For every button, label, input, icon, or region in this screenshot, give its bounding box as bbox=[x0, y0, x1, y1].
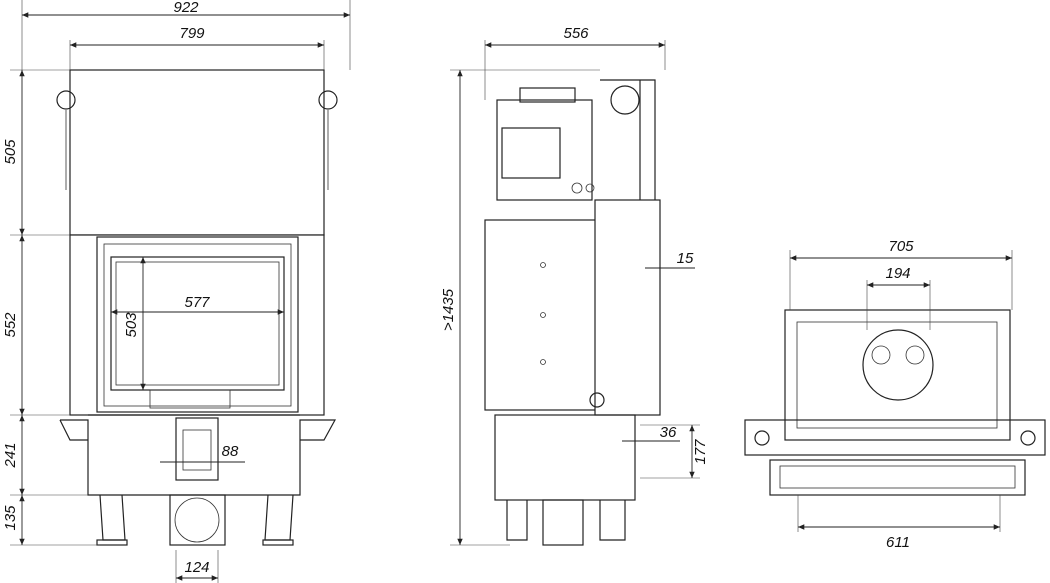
dim-front-width: 611 bbox=[886, 534, 910, 551]
front-view: 922 799 505 552 241 135 577 503 88 124 bbox=[2, 0, 351, 583]
door bbox=[96, 236, 299, 413]
top-rear-bar bbox=[744, 419, 1046, 456]
legs bbox=[99, 494, 294, 541]
dim-flue-outlet: 194 bbox=[885, 265, 910, 282]
dim-total-height: >1435 bbox=[440, 288, 457, 331]
side-body bbox=[484, 219, 601, 411]
pulley-right bbox=[318, 90, 338, 110]
side-base bbox=[494, 414, 636, 501]
dim-offset: 15 bbox=[677, 250, 694, 267]
dim-top-width: 705 bbox=[888, 238, 914, 255]
dim-top-width: 799 bbox=[179, 25, 205, 42]
dim-inlet-height: 177 bbox=[692, 439, 709, 465]
dim-air-inlet: 88 bbox=[222, 443, 239, 460]
pulley-side bbox=[610, 85, 640, 115]
dim-inlet-offset: 36 bbox=[660, 424, 677, 441]
top-body bbox=[784, 309, 1011, 441]
dim-leg-height: 135 bbox=[2, 505, 19, 531]
air-inlet bbox=[175, 417, 219, 481]
flue-outlet bbox=[862, 329, 934, 401]
dim-depth: 556 bbox=[563, 25, 589, 42]
dim-base-height: 241 bbox=[2, 442, 19, 468]
flue-pipe bbox=[169, 494, 226, 546]
dim-overall-width: 922 bbox=[173, 0, 199, 16]
dim-upper-height: 505 bbox=[2, 139, 19, 165]
top-box bbox=[496, 99, 593, 201]
dim-flue-diameter: 124 bbox=[184, 559, 209, 576]
top-front-frame bbox=[769, 459, 1026, 496]
pulley-left bbox=[56, 90, 76, 110]
base bbox=[59, 419, 337, 496]
dim-glass-height: 503 bbox=[123, 312, 140, 338]
dim-door-height: 552 bbox=[2, 312, 19, 338]
dim-glass-width: 577 bbox=[184, 294, 210, 311]
top-view: 705 194 611 bbox=[744, 238, 1046, 551]
side-view: 556 >1435 15 36 177 bbox=[440, 25, 709, 546]
side-panel bbox=[594, 199, 661, 416]
upper-casing bbox=[69, 69, 325, 236]
